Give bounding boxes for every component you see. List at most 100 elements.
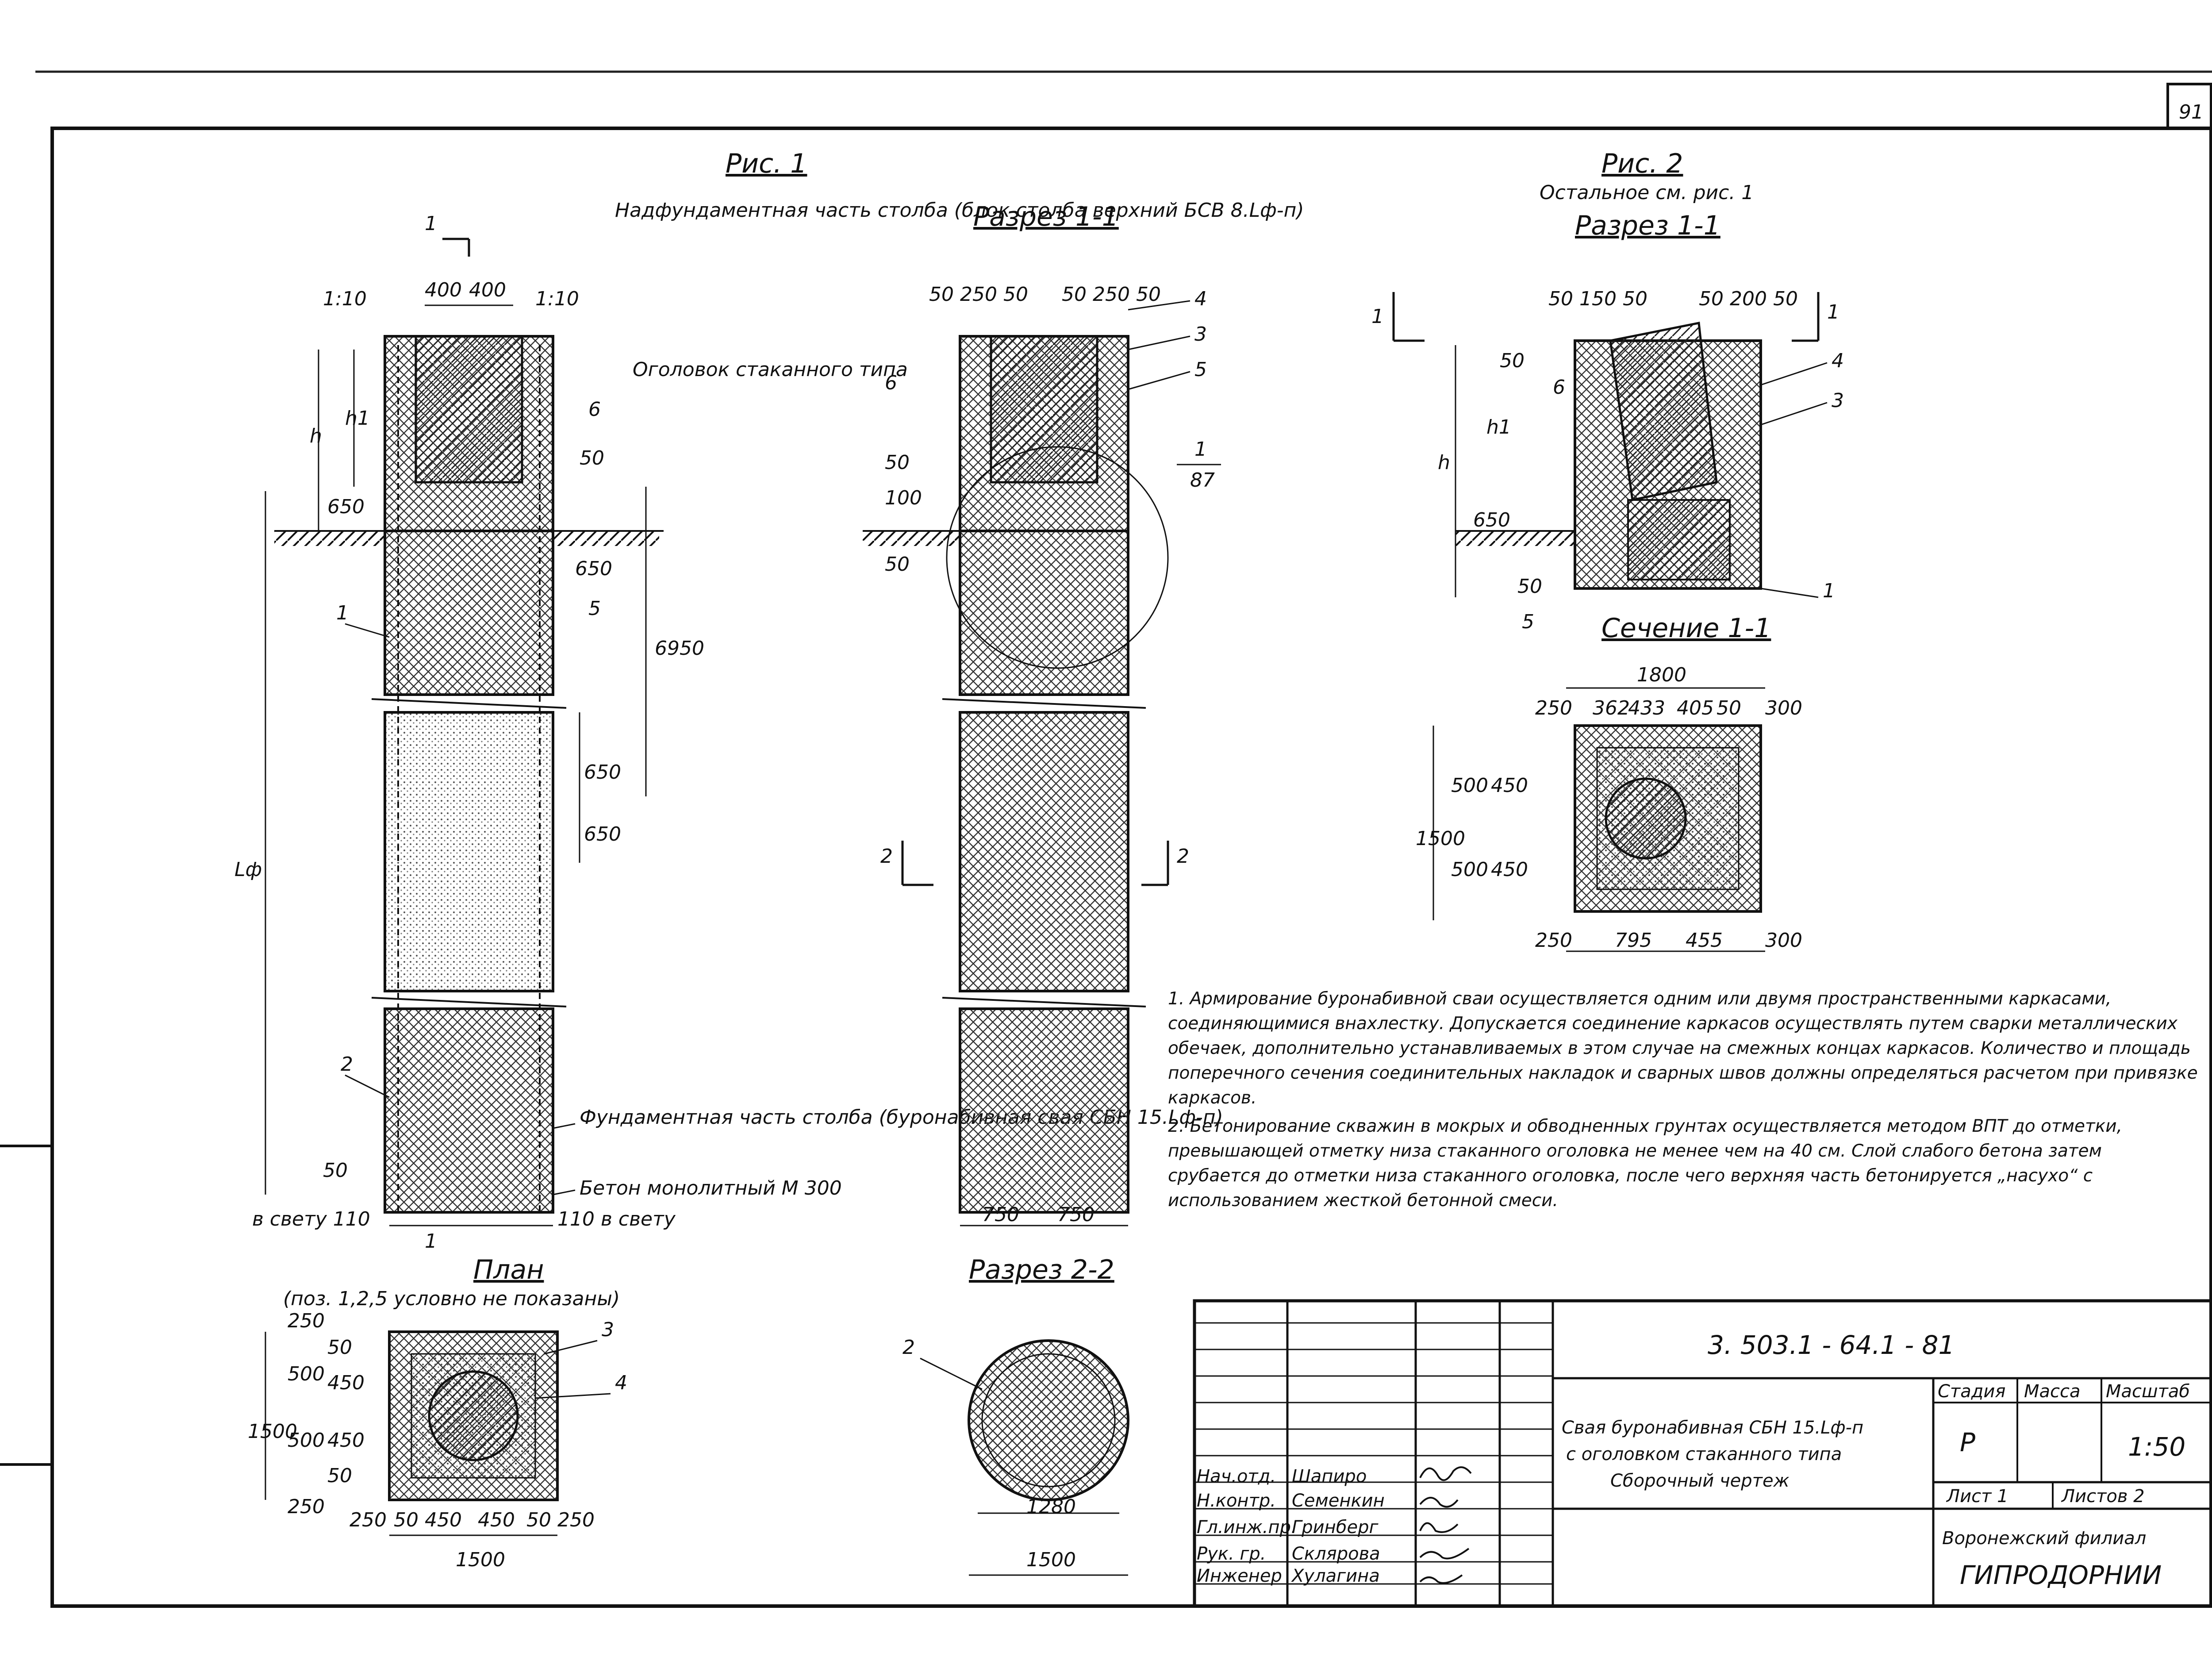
section22-title: Разрез 2-2	[969, 1254, 1114, 1285]
plan-dim-bot-2: 450	[425, 1509, 462, 1531]
fig1-ground	[274, 531, 385, 546]
plan-dim-left-4: 500	[288, 1429, 325, 1452]
plan-note: (поз. 1,2,5 условно не показаны)	[283, 1288, 620, 1310]
sec22-dim-1500: 1500	[1026, 1549, 1076, 1571]
notes-block: 1. Армирование буронабивной сваи осущест…	[1168, 989, 2198, 1211]
plan-view: План (поз. 1,2,5 условно не показаны) 15…	[248, 1254, 627, 1571]
fig2-cut1-left: 1	[1371, 305, 1384, 328]
tb-org2: ГИПРОДОРНИИ	[1960, 1560, 2162, 1590]
tb-code: 3. 503.1 - 64.1 - 81	[1708, 1330, 1955, 1360]
tb-role-2: Гл.инж.пр.	[1197, 1517, 1297, 1537]
cut11-dim-top-3: 405	[1677, 697, 1714, 719]
plan-pos-4: 4	[615, 1372, 627, 1394]
tb-role-1: Н.контр.	[1197, 1491, 1276, 1511]
sec11-pile-upper	[959, 530, 1129, 696]
tb-name-3b: Склярова	[1292, 1544, 1380, 1564]
sec11-dim-100: 100	[885, 487, 922, 509]
plan-dim-left-5: 450	[327, 1429, 365, 1452]
fig2-dims-top: 50 150 50	[1548, 288, 1647, 310]
fig1-pile-mid	[384, 711, 554, 992]
fig2-dim-h: h	[1438, 451, 1450, 474]
fig2-dim-650: 650	[1473, 509, 1510, 531]
tb-stage: Р	[1960, 1427, 1975, 1457]
tb-h-mass: Масса	[2024, 1381, 2081, 1402]
sheet-frame	[0, 70, 2212, 1608]
fig1-pos-6: 6	[588, 398, 601, 421]
tb-name-1: Свая буронабивная СБН 15.Lф-п	[1562, 1418, 1863, 1438]
fig2-title: Рис. 2	[1601, 148, 1683, 179]
cut11-dim-left-0: 500	[1451, 774, 1488, 797]
sec11-cut2-left: 2	[880, 845, 893, 868]
sec22-pos-2: 2	[902, 1336, 915, 1359]
cut11-dim-1500: 1500	[1416, 827, 1465, 850]
sec22-dim-1280: 1280	[1026, 1495, 1076, 1518]
tb-role-0: Нач.отд.	[1197, 1466, 1276, 1487]
title-block: 3. 503.1 - 64.1 - 81 Свая буронабивная С…	[1193, 1299, 2212, 1608]
fig2-cut1-right: 1	[1827, 301, 1839, 323]
fig2-elevation: Рис. 2 Остальное см. рис. 1 Разрез 1-1 1…	[1371, 148, 1844, 633]
fig1-clear-left: в свету 110	[252, 1208, 370, 1230]
note-1: 1. Армирование буронабивной сваи осущест…	[1168, 989, 2198, 1108]
cut11-title: Сечение 1-1	[1601, 613, 1771, 644]
fig1-pos-5: 5	[588, 597, 601, 620]
fig2-pos-3: 3	[1832, 389, 1844, 412]
sec11-dim-750b: 750	[1057, 1203, 1094, 1226]
sec11-pos-5: 5	[1194, 358, 1207, 381]
sec11-dims-top-r: 50 250 50	[1062, 283, 1161, 306]
tb-name-4b: Хулагина	[1291, 1566, 1380, 1586]
fig2-dim-h1: h1	[1486, 416, 1511, 438]
signature-4	[1419, 1548, 1470, 1560]
fig1-dim-L: Lф	[234, 858, 262, 881]
sec11-pile-lower	[959, 1007, 1129, 1214]
cut11-dim-total: 1800	[1637, 664, 1686, 686]
sec11-ref-87: 87	[1190, 469, 1215, 492]
fig1-pos-1: 1	[336, 602, 349, 624]
fig1-dim-50b: 50	[323, 1159, 348, 1182]
sec11-dim-6: 6	[885, 372, 897, 394]
fig1-clear-right: 110 в свету	[557, 1208, 676, 1230]
sec11-detail-circle	[946, 446, 1169, 669]
plan-dim-left-7: 250	[288, 1495, 325, 1518]
fig1-dim-50: 50	[580, 447, 604, 469]
fig2-inclined-column	[1609, 322, 1718, 501]
fig1-cut-mark-top: 1	[425, 212, 437, 235]
signature-3	[1419, 1522, 1459, 1533]
plan-dim-left-1: 500	[288, 1363, 325, 1385]
plan-dim-bot-1: 50	[394, 1509, 419, 1531]
fig1-label-cap: Оголовок стаканного типа	[633, 358, 908, 381]
signature-1	[1419, 1466, 1472, 1481]
tb-sheets: Листов 2	[2061, 1486, 2145, 1507]
cut11-dim-top-1: 362	[1593, 697, 1630, 719]
plan-dim-left-6: 50	[327, 1464, 352, 1487]
fig1-elevation: Рис. 1 400 400 1:10 1:10 h h1 650 50 695…	[234, 148, 1304, 1253]
signature-5	[1419, 1574, 1463, 1584]
cut11-dim-top-4: 50	[1717, 697, 1741, 719]
signature-2	[1419, 1497, 1459, 1508]
fig1-dim-650d: 650	[584, 823, 621, 846]
fig1-dim-6950: 6950	[655, 637, 704, 660]
fig1-title: Рис. 1	[726, 148, 807, 179]
plan-dim-left-3: 450	[327, 1372, 365, 1394]
tb-name-3: Сборочный чертеж	[1610, 1471, 1790, 1491]
sec11-dims-top: 50 250 50	[929, 283, 1028, 306]
section-1-1: Разрез 1-1 50 250 50 50 250 50 6 100 50 …	[863, 201, 1221, 1226]
fig1-dim-400b: 400	[469, 279, 506, 301]
cut11-column-circle	[1605, 777, 1687, 860]
cut11-dim-left-3: 450	[1491, 858, 1528, 881]
plan-title: План	[473, 1254, 544, 1285]
fig1-label-concrete: Бетон монолитный М 300	[580, 1177, 842, 1199]
fig1-cap-socket	[415, 335, 523, 484]
fig1-dim-650: 650	[327, 496, 365, 518]
fig1-dim-650b: 650	[575, 557, 612, 580]
cut11-dim-bot-1: 795	[1615, 929, 1652, 952]
fig2-pos-1: 1	[1823, 580, 1835, 602]
cut11-dim-left-1: 450	[1491, 774, 1528, 797]
plan-dim-bot-4: 50	[526, 1509, 551, 1531]
fig1-pile-lower	[384, 1007, 554, 1214]
plan-column-circle	[428, 1370, 519, 1461]
page-number: 91	[2179, 101, 2204, 123]
sec11-dim-50a: 50	[885, 451, 910, 474]
fig1-slope-left: 1:10	[323, 288, 367, 310]
plan-dim-1500-h: 1500	[456, 1549, 505, 1571]
